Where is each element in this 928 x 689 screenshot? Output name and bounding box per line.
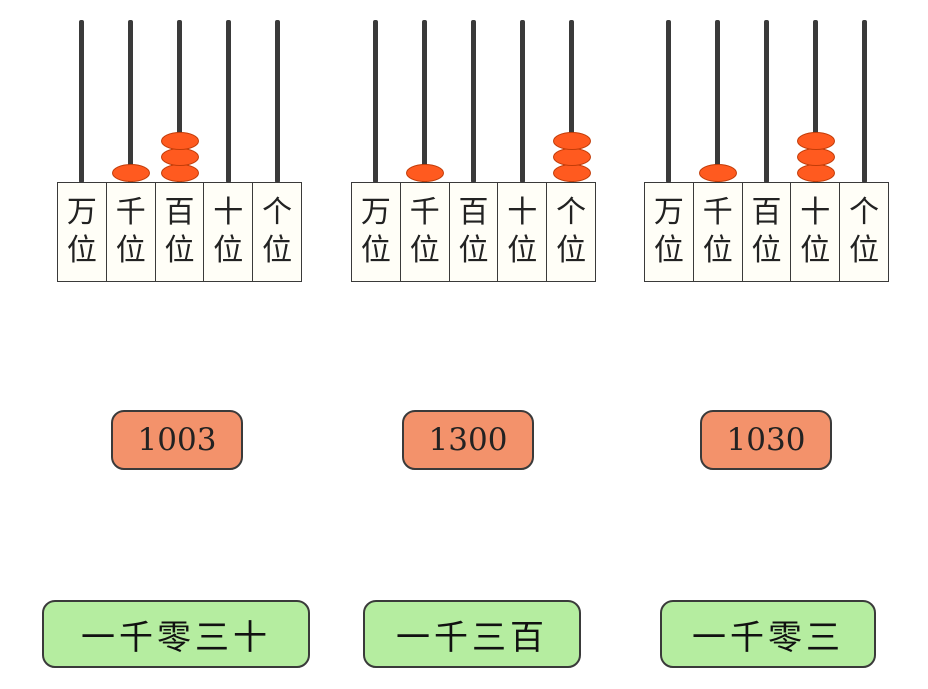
place-label-bottom: 位 [262, 233, 293, 268]
place-label-bottom: 位 [213, 233, 244, 268]
place-label-bottom: 位 [164, 233, 195, 268]
place-label-bottom: 位 [458, 233, 489, 268]
abacus-bead [552, 132, 591, 150]
number-word-card[interactable]: 一千零三十 [42, 600, 310, 668]
place-ones: 个位 [547, 183, 595, 281]
place-label-top: 个 [262, 195, 293, 230]
abacus-rod-ones [569, 20, 574, 183]
place-label-top: 万 [653, 195, 684, 230]
place-tens: 十位 [791, 183, 841, 281]
place-label-top: 千 [702, 195, 733, 230]
abacus-bead [796, 132, 835, 150]
abacus-rod-tens [226, 20, 231, 183]
abacus-bead [796, 148, 835, 166]
place-value-table: 万位 千位 百位 十位 个位 [351, 182, 596, 282]
place-hundreds: 百位 [156, 183, 205, 281]
place-value-table: 万位 千位 百位 十位 个位 [644, 182, 889, 282]
place-hundreds: 百位 [743, 183, 792, 281]
place-label-bottom: 位 [66, 233, 97, 268]
number-word-card[interactable]: 一千三百 [363, 600, 581, 668]
place-label-top: 千 [115, 195, 146, 230]
place-thousands: 千位 [401, 183, 450, 281]
abacus-bead [160, 148, 199, 166]
abacus-rod-tens [813, 20, 818, 183]
place-thousands: 千位 [694, 183, 743, 281]
place-label-bottom: 位 [507, 233, 538, 268]
place-label-top: 十 [507, 195, 538, 230]
place-label-top: 个 [556, 195, 587, 230]
number-card[interactable]: 1300 [402, 410, 534, 470]
abacus-rod-thousands [715, 20, 720, 183]
abacus-rod-ones [862, 20, 867, 183]
place-ten-thousands: 万位 [645, 183, 694, 281]
place-ones: 个位 [840, 183, 888, 281]
number-word-card[interactable]: 一千零三 [660, 600, 876, 668]
abacus-rod-ten-thousands [666, 20, 671, 183]
place-label-bottom: 位 [556, 233, 587, 268]
place-label-top: 万 [66, 195, 97, 230]
abacus-rod-tens [520, 20, 525, 183]
number-card[interactable]: 1003 [111, 410, 243, 470]
abacus-rod-ones [275, 20, 280, 183]
place-tens: 十位 [498, 183, 548, 281]
abacus-rod-thousands [128, 20, 133, 183]
abacus-rod-hundreds [764, 20, 769, 183]
place-label-bottom: 位 [409, 233, 440, 268]
abacus-rod-ten-thousands [373, 20, 378, 183]
place-tens: 十位 [204, 183, 254, 281]
abacus-bead [796, 164, 835, 182]
abacus-3: 万位 千位 百位 十位 个位 [639, 0, 889, 285]
abacus-bead [111, 164, 150, 182]
place-label-top: 百 [458, 195, 489, 230]
abacus-bead [160, 132, 199, 150]
place-label-top: 个 [849, 195, 880, 230]
place-label-bottom: 位 [751, 233, 782, 268]
place-label-bottom: 位 [360, 233, 391, 268]
place-value-table: 万位 千位 百位 十位 个位 [57, 182, 302, 282]
place-label-top: 十 [800, 195, 831, 230]
abacus-bead [552, 148, 591, 166]
place-label-top: 百 [751, 195, 782, 230]
place-ten-thousands: 万位 [58, 183, 107, 281]
abacus-rod-hundreds [471, 20, 476, 183]
abacus-rod-hundreds [177, 20, 182, 183]
place-ten-thousands: 万位 [352, 183, 401, 281]
abacus-bead [552, 164, 591, 182]
place-thousands: 千位 [107, 183, 156, 281]
abacus-bead [160, 164, 199, 182]
number-card[interactable]: 1030 [700, 410, 832, 470]
abacus-2: 万位 千位 百位 十位 个位 [346, 0, 596, 285]
abacus-bead [405, 164, 444, 182]
abacus-rod-ten-thousands [79, 20, 84, 183]
place-label-bottom: 位 [115, 233, 146, 268]
abacus-rod-thousands [422, 20, 427, 183]
place-label-top: 千 [409, 195, 440, 230]
place-label-bottom: 位 [800, 233, 831, 268]
place-label-top: 百 [164, 195, 195, 230]
abacus-1: 万位 千位 百位 十位 个位 [52, 0, 302, 285]
place-label-top: 十 [213, 195, 244, 230]
abacus-bead [698, 164, 737, 182]
place-hundreds: 百位 [450, 183, 499, 281]
place-label-top: 万 [360, 195, 391, 230]
place-label-bottom: 位 [653, 233, 684, 268]
place-ones: 个位 [253, 183, 301, 281]
place-label-bottom: 位 [702, 233, 733, 268]
place-label-bottom: 位 [849, 233, 880, 268]
